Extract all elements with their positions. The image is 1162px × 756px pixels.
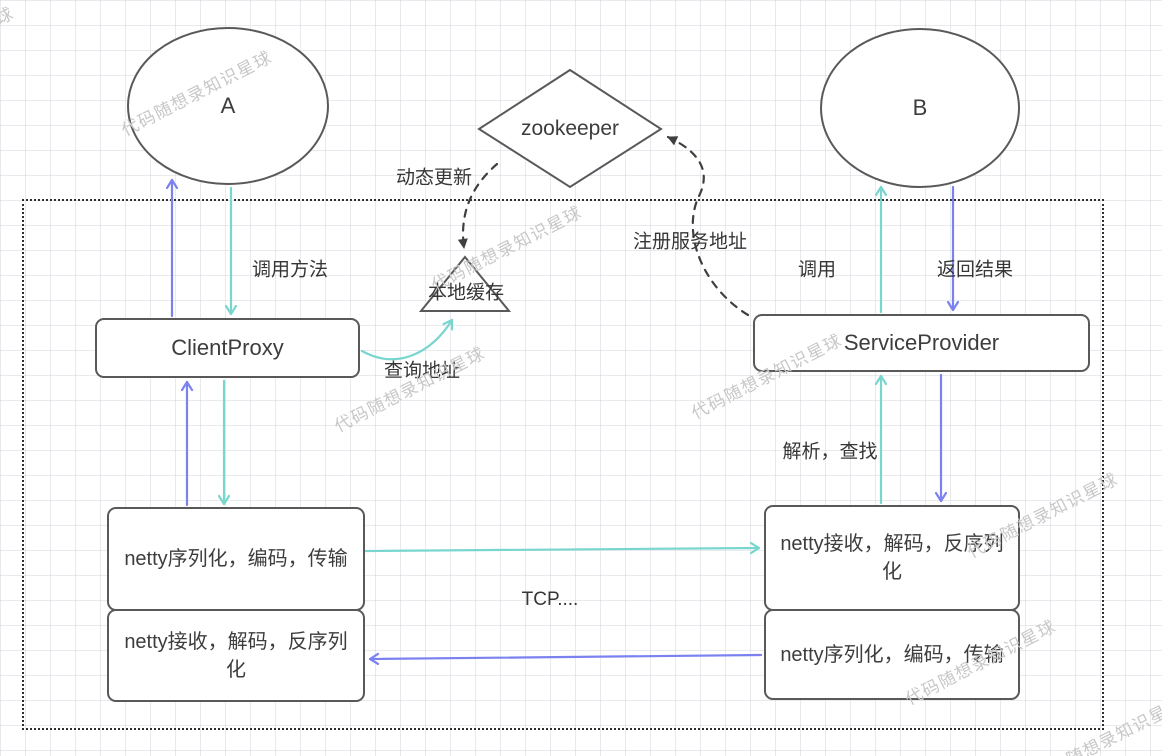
edge-register-service — [666, 135, 750, 317]
invoke-label: 调用 — [797, 259, 837, 281]
edge-tcp-request — [364, 541, 761, 555]
client-proxy-node: ClientProxy — [95, 318, 360, 378]
query-address-label: 查询地址 — [383, 360, 461, 382]
edge-query-address — [360, 318, 454, 361]
node-a-shape — [127, 27, 329, 185]
node-b-shape — [820, 28, 1020, 188]
client-netty-send-node: netty序列化，编码，传输 — [107, 507, 365, 611]
edge-dynamic-update — [457, 162, 499, 250]
local-cache-triangle-shape — [418, 255, 512, 312]
tcp-label: TCP.... — [521, 589, 579, 610]
edge-tcp-response — [368, 652, 763, 666]
node-a-label: A — [220, 93, 236, 118]
server-netty-recv-node: netty接收，解码，反序列化 — [764, 505, 1020, 611]
register-service-label: 注册服务地址 — [632, 231, 748, 253]
zookeeper-label: zookeeper — [520, 117, 620, 140]
client-netty-recv-node: netty接收，解码，反序列化 — [107, 609, 365, 702]
return-result-label: 返回结果 — [936, 259, 1014, 281]
call-method-label: 调用方法 — [251, 259, 329, 281]
zookeeper-diamond-shape — [477, 68, 663, 189]
server-netty-send-node: netty序列化，编码，传输 — [764, 609, 1020, 700]
node-b-label: B — [912, 95, 928, 120]
service-provider-node: ServiceProvider — [753, 314, 1090, 372]
rpc-framework-boundary — [22, 199, 1104, 730]
local-cache-label: 本地缓存 — [427, 282, 505, 304]
dynamic-update-label: 动态更新 — [395, 167, 473, 189]
parse-lookup-label: 解析，查找 — [782, 441, 878, 463]
